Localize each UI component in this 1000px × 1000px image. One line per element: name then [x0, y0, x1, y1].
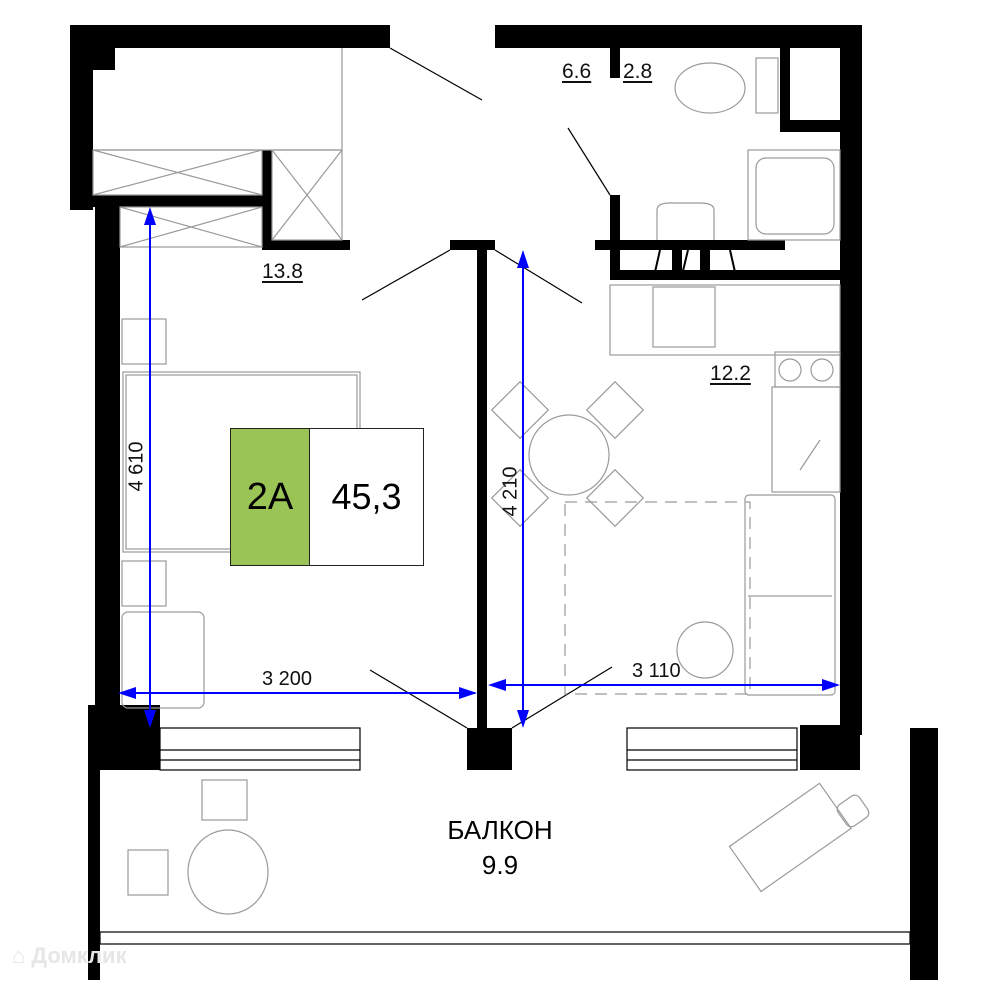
walls — [70, 25, 938, 980]
bedroom-height-dimension: 4 610 — [125, 441, 148, 492]
balcony-area-label: 9.9 — [481, 850, 519, 880]
total-area: 45,3 — [310, 429, 423, 565]
kitchen-width-dimension: 3 110 — [632, 660, 681, 682]
hall-area-label: 6.6 — [562, 60, 592, 83]
watermark-text: Домклик — [31, 943, 127, 968]
balcony-name-label: БАЛКОН — [447, 815, 553, 845]
windows — [99, 727, 911, 945]
bedroom-width-dimension: 3 200 — [262, 668, 313, 690]
watermark: ⌂ Домклик — [12, 943, 127, 969]
unit-code: 2A — [231, 429, 310, 565]
house-logo-icon: ⌂ — [12, 943, 26, 968]
kitchen-height-dimension: 4 210 — [499, 466, 522, 517]
bedroom-area-label: 13.8 — [262, 260, 303, 283]
unit-badge: 2A 45,3 — [230, 428, 424, 566]
bathroom-area-label: 2.8 — [623, 60, 653, 83]
kitchen-area-label: 12.2 — [710, 362, 751, 385]
door-swings — [361, 47, 613, 729]
dimension-lines — [118, 207, 840, 728]
